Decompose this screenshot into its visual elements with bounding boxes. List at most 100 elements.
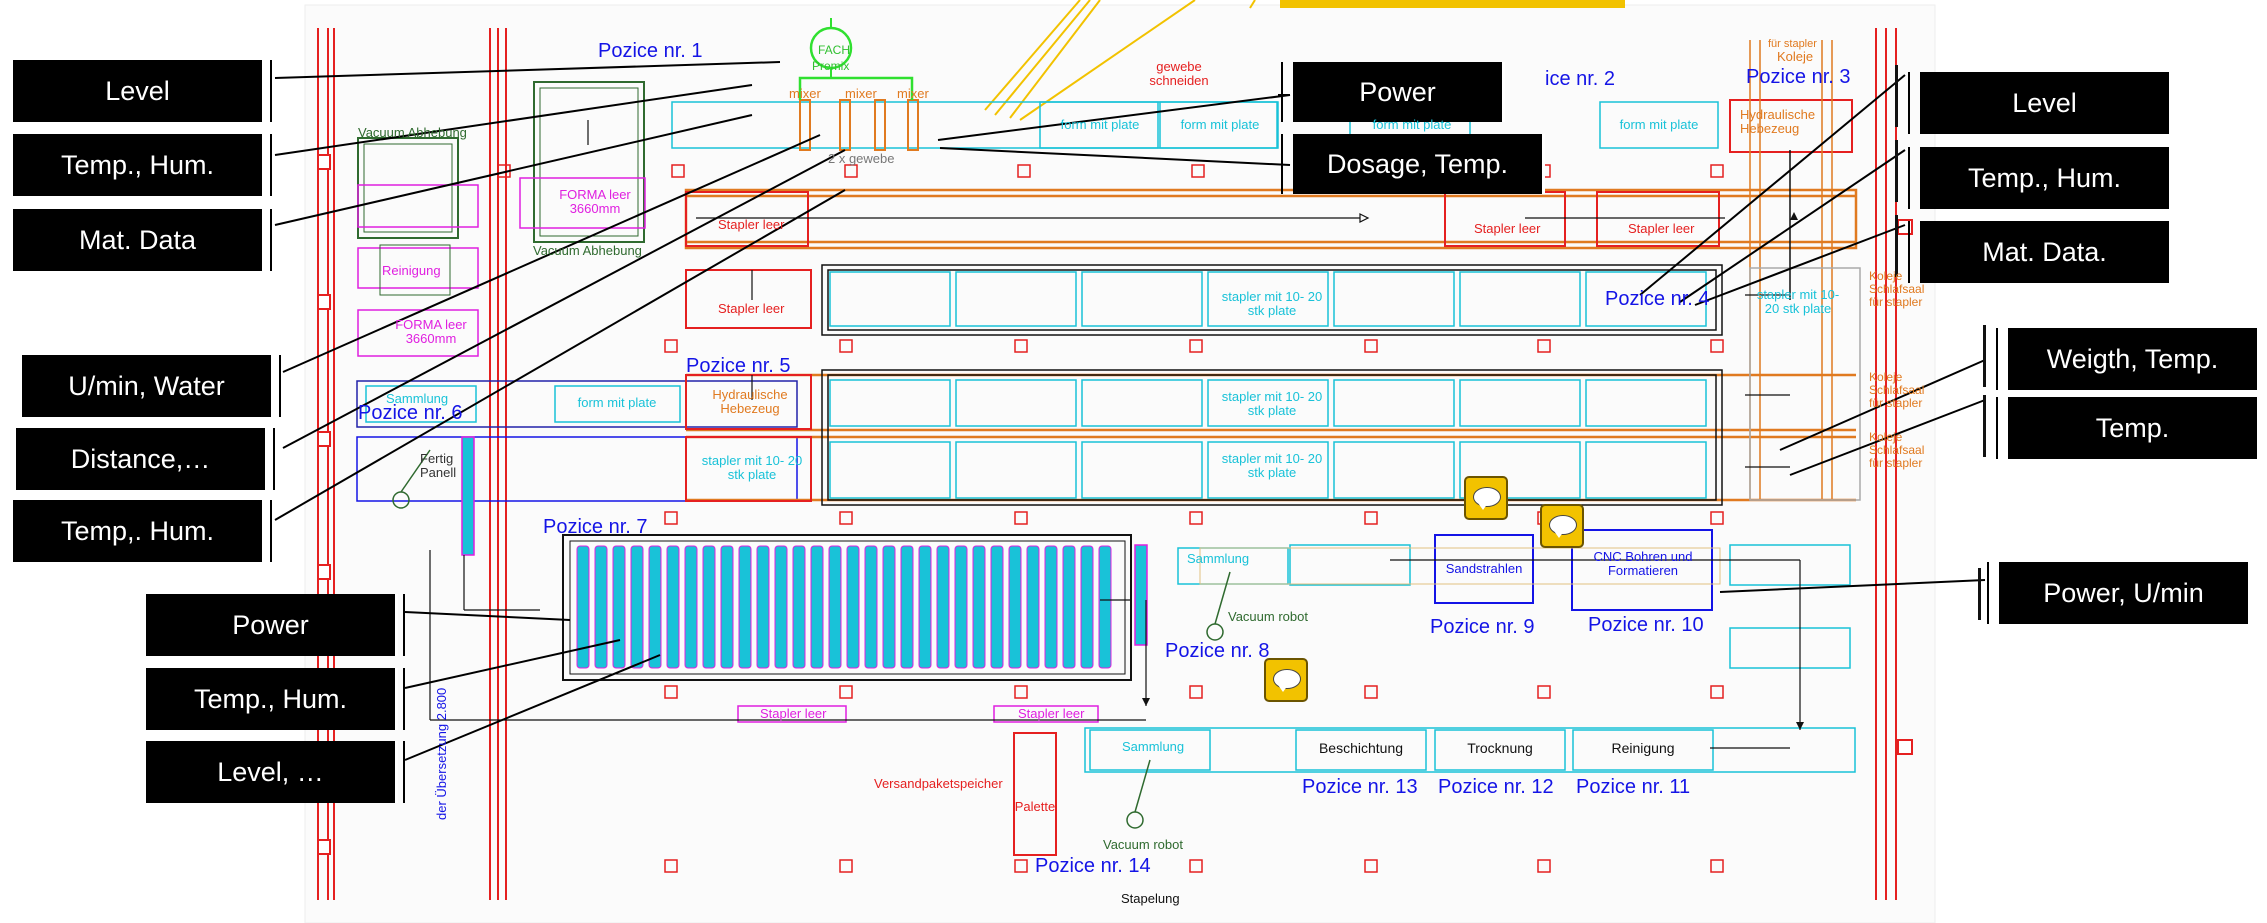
stapler-cell: [1207, 271, 1329, 327]
stapler-cell: [1585, 379, 1707, 427]
stapler-cell: [1081, 379, 1203, 427]
label-weigth-temp: Weigth, Temp.: [1996, 328, 2260, 390]
pozice-6: Pozice nr. 6: [358, 402, 463, 424]
reinigung-bottom: Reinigung: [1611, 740, 1675, 756]
cnc-bohren: CNC Bohren und Formatieren: [1593, 549, 1693, 579]
label-power: Power: [146, 594, 405, 656]
two-gewebe: 2 x gewebe: [828, 151, 895, 166]
palette: Palette: [1014, 799, 1056, 814]
stapler-cell: [1459, 441, 1581, 499]
label-dosage-temp: Dosage, Temp.: [1281, 134, 1545, 194]
dryer-slot: [882, 545, 896, 669]
stapler-leer-3: Stapler leer: [1628, 221, 1695, 236]
stapler-mit-1: stapler mit 10- 20 stk plate: [1221, 289, 1323, 319]
vacuum-abhebung-1: Vacuum Abhebung: [358, 125, 467, 140]
label-temp-hum-2: Temp,. Hum.: [13, 500, 272, 562]
comment-icon[interactable]: [1540, 504, 1584, 548]
dryer-slot: [1080, 545, 1094, 669]
koleje-schlafsaal-1: Koleje Schlafsaal für stapler: [1869, 269, 1925, 310]
hydraulische-hebezeug-3: Hydraulische Hebezeug: [1740, 107, 1816, 137]
trocknung: Trocknung: [1467, 740, 1533, 756]
label-temp-hum-3: Temp., Hum.: [146, 668, 405, 730]
pozice-2: ice nr. 2: [1545, 68, 1616, 90]
premix-label: Premix: [812, 59, 850, 73]
hydraulische-hebezeug-5: Hydraulische Hebezeug: [712, 387, 788, 417]
fertig-panell: Fertig Panell: [420, 451, 457, 481]
vacuum-robot-2: Vacuum robot: [1103, 837, 1183, 852]
beschichtung: Beschichtung: [1318, 740, 1404, 756]
pozice-10: Pozice nr. 10: [1588, 614, 1704, 636]
highlight-box: [1280, 0, 1625, 8]
dryer-slot: [846, 545, 860, 669]
dryer-slot: [720, 545, 734, 669]
form-mit-plate-4: form mit plate: [1619, 117, 1699, 132]
dryer-slot: [1062, 545, 1076, 669]
dryer-slot: [792, 545, 806, 669]
stapelung: Stapelung: [1121, 891, 1180, 906]
flow-arrows: [429, 120, 1801, 749]
label-power-umin: Power, U/min: [1987, 562, 2251, 624]
dryer-slot: [1026, 545, 1040, 669]
forma-leer-2: FORMA leer 3660mm: [395, 317, 467, 347]
stapler-leer-2: Stapler leer: [1474, 221, 1541, 236]
stapler-mit-5: stapler mit 10- 20 stk plate: [1756, 287, 1840, 317]
comment-icon[interactable]: [1264, 658, 1308, 702]
label-mat-data: Mat. Data: [13, 209, 272, 271]
pozice-12: Pozice nr. 12: [1438, 776, 1554, 798]
pozice-8: Pozice nr. 8: [1165, 640, 1270, 662]
dryer-slot: [936, 545, 950, 669]
pozice-4: Pozice nr. 4: [1605, 288, 1710, 310]
form-mit-plate-2: form mit plate: [1180, 117, 1260, 132]
stapler-cell: [1459, 379, 1581, 427]
dryer-slot: [666, 545, 680, 669]
stapler-cell: [955, 379, 1077, 427]
stapler-cell: [955, 441, 1077, 499]
stapler-cell: [1333, 379, 1455, 427]
vacuum-abhebung-2: Vacuum Abhebung: [533, 243, 642, 258]
dryer-slot: [810, 545, 824, 669]
fach-label: FACH: [818, 43, 851, 57]
mixer-3: mixer: [897, 86, 929, 101]
dryer-slot: [900, 545, 914, 669]
form-mit-plate-5: form mit plate: [577, 395, 657, 410]
dryer-slot: [738, 545, 752, 669]
dryer-slot: [828, 545, 842, 669]
stapler-cell: [1585, 271, 1707, 327]
fur-stapler: für stapler: [1768, 38, 1817, 50]
stapler-mit-3: stapler mit 10- 20 stk plate: [1221, 451, 1323, 481]
comment-icon[interactable]: [1464, 476, 1508, 520]
stapler-cell: [1585, 441, 1707, 499]
dryer-slot: [630, 545, 644, 669]
sammlung-bottom: Sammlung: [1122, 739, 1185, 754]
label-temp-right: Temp.: [1996, 397, 2260, 459]
stapler-cell: [1459, 271, 1581, 327]
stapler-leer-1: Stapler leer: [718, 217, 785, 232]
sammlung-mid: Sammlung: [1187, 551, 1250, 566]
uebersetzung: der Übersetzung 2.800: [434, 687, 449, 820]
mixer-2: mixer: [845, 86, 877, 101]
dryer-slot: [1098, 545, 1112, 669]
stapler-cell: [1333, 441, 1455, 499]
versandpaketspeicher: Versandpaketspeicher: [874, 776, 1003, 791]
pozice-13: Pozice nr. 13: [1302, 776, 1418, 798]
stapler-cell: [829, 441, 951, 499]
pump-icon: [392, 449, 1231, 829]
form-mit-plate-3: form mit plate: [1372, 117, 1452, 132]
dryer-slot: [990, 545, 1004, 669]
koleje: Koleje: [1777, 49, 1814, 64]
dryer-slots: [576, 545, 1112, 669]
form-mit-plate-1: form mit plate: [1060, 117, 1140, 132]
sammlung-left: Sammlung: [386, 391, 449, 406]
label-distance: Distance,…: [16, 428, 275, 490]
label-temp-hum: Temp., Hum.: [13, 134, 272, 196]
forma-leer-1: FORMA leer 3660mm: [559, 187, 631, 217]
dryer-slot: [774, 545, 788, 669]
stapler-cell: [829, 271, 951, 327]
stapler-cell: [1207, 441, 1329, 499]
label-level-right: Level: [1908, 72, 2172, 134]
dryer-slot: [684, 545, 698, 669]
dryer-slot: [1008, 545, 1022, 669]
label-temp-hum-right: Temp., Hum.: [1908, 147, 2172, 209]
stapler-row-cells: [829, 271, 1707, 499]
